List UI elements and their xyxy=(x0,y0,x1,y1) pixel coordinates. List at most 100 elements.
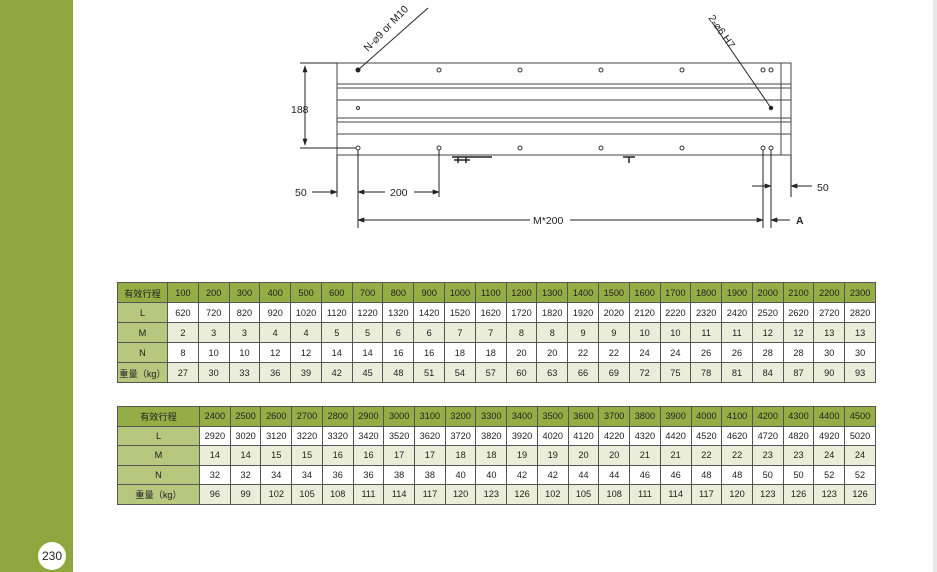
table-cell: 3820 xyxy=(475,425,508,446)
table-cell: 27 xyxy=(167,362,199,383)
table-cell: 42 xyxy=(536,464,569,485)
stroke-value-cell: 2100 xyxy=(782,282,815,303)
dim-span-label: M*200 xyxy=(533,215,564,227)
stroke-value-cell: 2600 xyxy=(260,406,293,427)
table-cell: 38 xyxy=(414,464,446,485)
table-cell: 4020 xyxy=(536,425,569,446)
stroke-value-cell: 2900 xyxy=(352,406,385,427)
row-label: 有效行程 xyxy=(117,282,168,303)
table-cell: 4320 xyxy=(629,425,661,446)
table-cell: 22 xyxy=(567,342,599,363)
table-cell: 20 xyxy=(567,445,600,466)
stroke-value-cell: 1800 xyxy=(690,282,723,303)
table-cell: 18 xyxy=(444,445,477,466)
stroke-value-cell: 3500 xyxy=(536,406,569,427)
table-cell: 820 xyxy=(228,302,261,323)
stroke-value-cell: 2800 xyxy=(321,406,354,427)
beam-body xyxy=(336,62,792,156)
stroke-value-cell: 1300 xyxy=(536,282,569,303)
stroke-value-cell: 600 xyxy=(320,282,353,303)
table-cell: 4920 xyxy=(813,425,846,446)
table-cell: 114 xyxy=(659,484,692,505)
table-cell: 7 xyxy=(474,322,507,343)
table-cell: 42 xyxy=(506,464,538,485)
table-cell: 2120 xyxy=(628,302,661,323)
height-dimension xyxy=(300,62,356,149)
table-cell: 30 xyxy=(844,342,876,363)
stroke-value-cell: 4300 xyxy=(782,406,815,427)
table-cell: 8 xyxy=(167,342,199,363)
table-cell: 3520 xyxy=(383,425,416,446)
row-label: 重量（kg） xyxy=(117,484,200,505)
stroke-value-cell: 4000 xyxy=(690,406,723,427)
table-cell: 14 xyxy=(320,342,353,363)
page-number: 230 xyxy=(38,542,66,570)
table-cell: 3020 xyxy=(229,425,262,446)
table-cell: 120 xyxy=(721,484,753,505)
stroke-value-cell: 3400 xyxy=(506,406,538,427)
table-cell: 48 xyxy=(721,464,753,485)
table-cell: 52 xyxy=(813,464,846,485)
table-cell: 99 xyxy=(229,484,262,505)
table-cell: 8 xyxy=(536,322,569,343)
table-cell: 108 xyxy=(598,484,631,505)
table-cell: 75 xyxy=(659,362,692,383)
side-color-bar xyxy=(0,0,73,572)
table-cell: 44 xyxy=(598,464,631,485)
table-cell: 14 xyxy=(229,445,262,466)
table-cell: 50 xyxy=(782,464,815,485)
table-cell: 126 xyxy=(506,484,538,505)
stroke-value-cell: 3700 xyxy=(598,406,631,427)
table-cell: 90 xyxy=(813,362,846,383)
table-cell: 5 xyxy=(320,322,353,343)
technical-drawing: N-⌀9 or M10 2-⌀6 H7 188 50 200 50 M*20 xyxy=(291,3,829,228)
stroke-value-cell: 1500 xyxy=(597,282,630,303)
table-cell: 44 xyxy=(567,464,600,485)
table-cell: 2220 xyxy=(659,302,692,323)
stroke-value-cell: 300 xyxy=(228,282,261,303)
table-cell: 17 xyxy=(414,445,446,466)
table-cell: 4220 xyxy=(598,425,631,446)
table-cell: 1620 xyxy=(474,302,507,323)
dim-right-end-label: 50 xyxy=(817,182,829,194)
table-cell: 16 xyxy=(382,342,415,363)
center-hole xyxy=(356,106,360,110)
table-cell: 3420 xyxy=(352,425,385,446)
table-cell: 3720 xyxy=(444,425,477,446)
table-cell: 102 xyxy=(260,484,293,505)
table-cell: 123 xyxy=(813,484,846,505)
table-cell: 66 xyxy=(567,362,599,383)
table-cell: 20 xyxy=(536,342,569,363)
row-label: M xyxy=(117,322,168,343)
table-cell: 123 xyxy=(475,484,508,505)
stroke-value-cell: 1700 xyxy=(659,282,692,303)
table-cell: 18 xyxy=(444,342,476,363)
table-cell: 111 xyxy=(629,484,661,505)
table-cell: 1420 xyxy=(413,302,446,323)
table-cell: 6 xyxy=(413,322,446,343)
table-cell: 5 xyxy=(351,322,384,343)
table-cell: 5020 xyxy=(844,425,876,446)
table-cell: 96 xyxy=(199,484,231,505)
table-cell: 2320 xyxy=(690,302,723,323)
stroke-value-cell: 1400 xyxy=(567,282,599,303)
table-cell: 30 xyxy=(197,362,230,383)
table-cell: 26 xyxy=(721,342,753,363)
row-label: M xyxy=(117,445,200,466)
table-cell: 22 xyxy=(690,445,723,466)
callout-pins-label: 2-⌀6 H7 xyxy=(706,13,738,51)
table-cell: 1220 xyxy=(351,302,384,323)
stroke-value-cell: 3200 xyxy=(444,406,477,427)
table-cell: 26 xyxy=(690,342,723,363)
table-cell: 51 xyxy=(413,362,446,383)
table-cell: 123 xyxy=(751,484,784,505)
table-cell: 4420 xyxy=(659,425,692,446)
callout-dot-holes xyxy=(355,67,361,73)
table-cell: 117 xyxy=(414,484,446,505)
